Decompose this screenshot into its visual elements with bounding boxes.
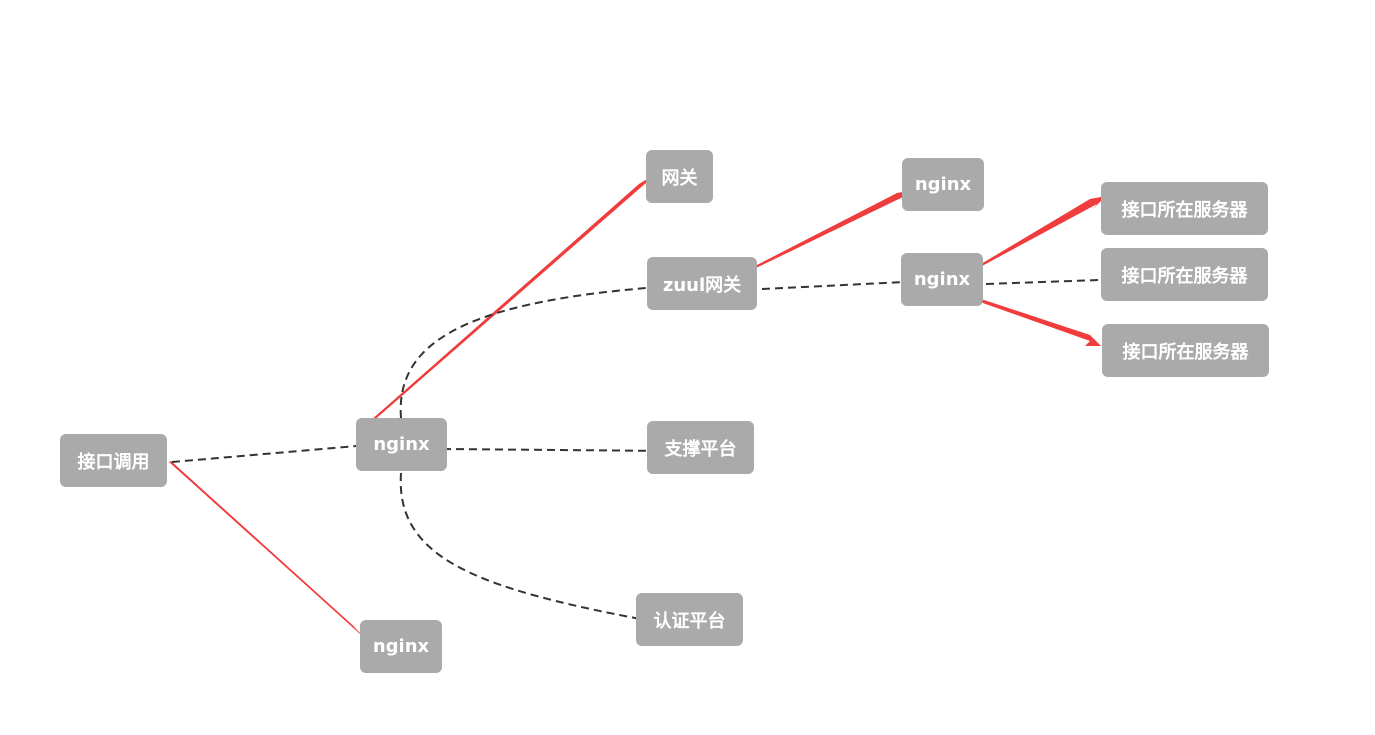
edge-nginx-to-server-1 xyxy=(981,196,1106,266)
nginx-bottom-label: nginx xyxy=(372,636,430,657)
api-server-node-1: 接口所在服务器 xyxy=(1101,182,1268,235)
support-platform-node: 支撑平台 xyxy=(647,421,754,474)
primary-edges xyxy=(169,176,1106,642)
auth-platform-node: 认证平台 xyxy=(636,593,743,646)
zuul-gateway-label: zuul网关 xyxy=(662,274,742,296)
edge-nginx-to-zuul xyxy=(399,281,674,419)
nginx-node-primary: nginx xyxy=(356,418,447,471)
gateway-label: 网关 xyxy=(661,167,698,189)
nginx-node-right: nginx xyxy=(901,253,983,306)
nginx-top-right-label: nginx xyxy=(914,174,972,195)
auth-platform-label: 认证平台 xyxy=(653,610,726,632)
edge-caller-to-nginx-bottom xyxy=(169,461,369,642)
edge-zuul-to-nginx-top xyxy=(753,190,914,269)
api-server-3-label: 接口所在服务器 xyxy=(1122,341,1249,363)
api-server-node-3: 接口所在服务器 xyxy=(1102,324,1269,377)
edge-caller-to-nginx xyxy=(171,439,382,463)
nginx-primary-label: nginx xyxy=(373,434,430,455)
api-server-2-label: 接口所在服务器 xyxy=(1121,265,1248,287)
nginx-right-label: nginx xyxy=(913,269,971,290)
api-call-label: 接口调用 xyxy=(77,451,150,473)
api-server-node-2: 接口所在服务器 xyxy=(1101,248,1268,301)
edge-nginx-to-server-3 xyxy=(980,299,1101,346)
api-server-1-label: 接口所在服务器 xyxy=(1121,199,1248,221)
gateway-node: 网关 xyxy=(646,150,713,203)
nginx-node-bottom: nginx xyxy=(360,620,442,673)
edge-nginx-to-auth xyxy=(399,472,664,627)
edge-zuul-to-nginx xyxy=(761,276,928,290)
support-platform-label: 支撑平台 xyxy=(664,438,737,460)
zuul-gateway-node: zuul网关 xyxy=(647,257,757,310)
edge-nginx-to-support xyxy=(442,445,676,457)
edge-nginx-to-gateway xyxy=(370,176,652,423)
api-call-node: 接口调用 xyxy=(60,434,167,487)
nginx-node-top-right: nginx xyxy=(902,158,984,211)
